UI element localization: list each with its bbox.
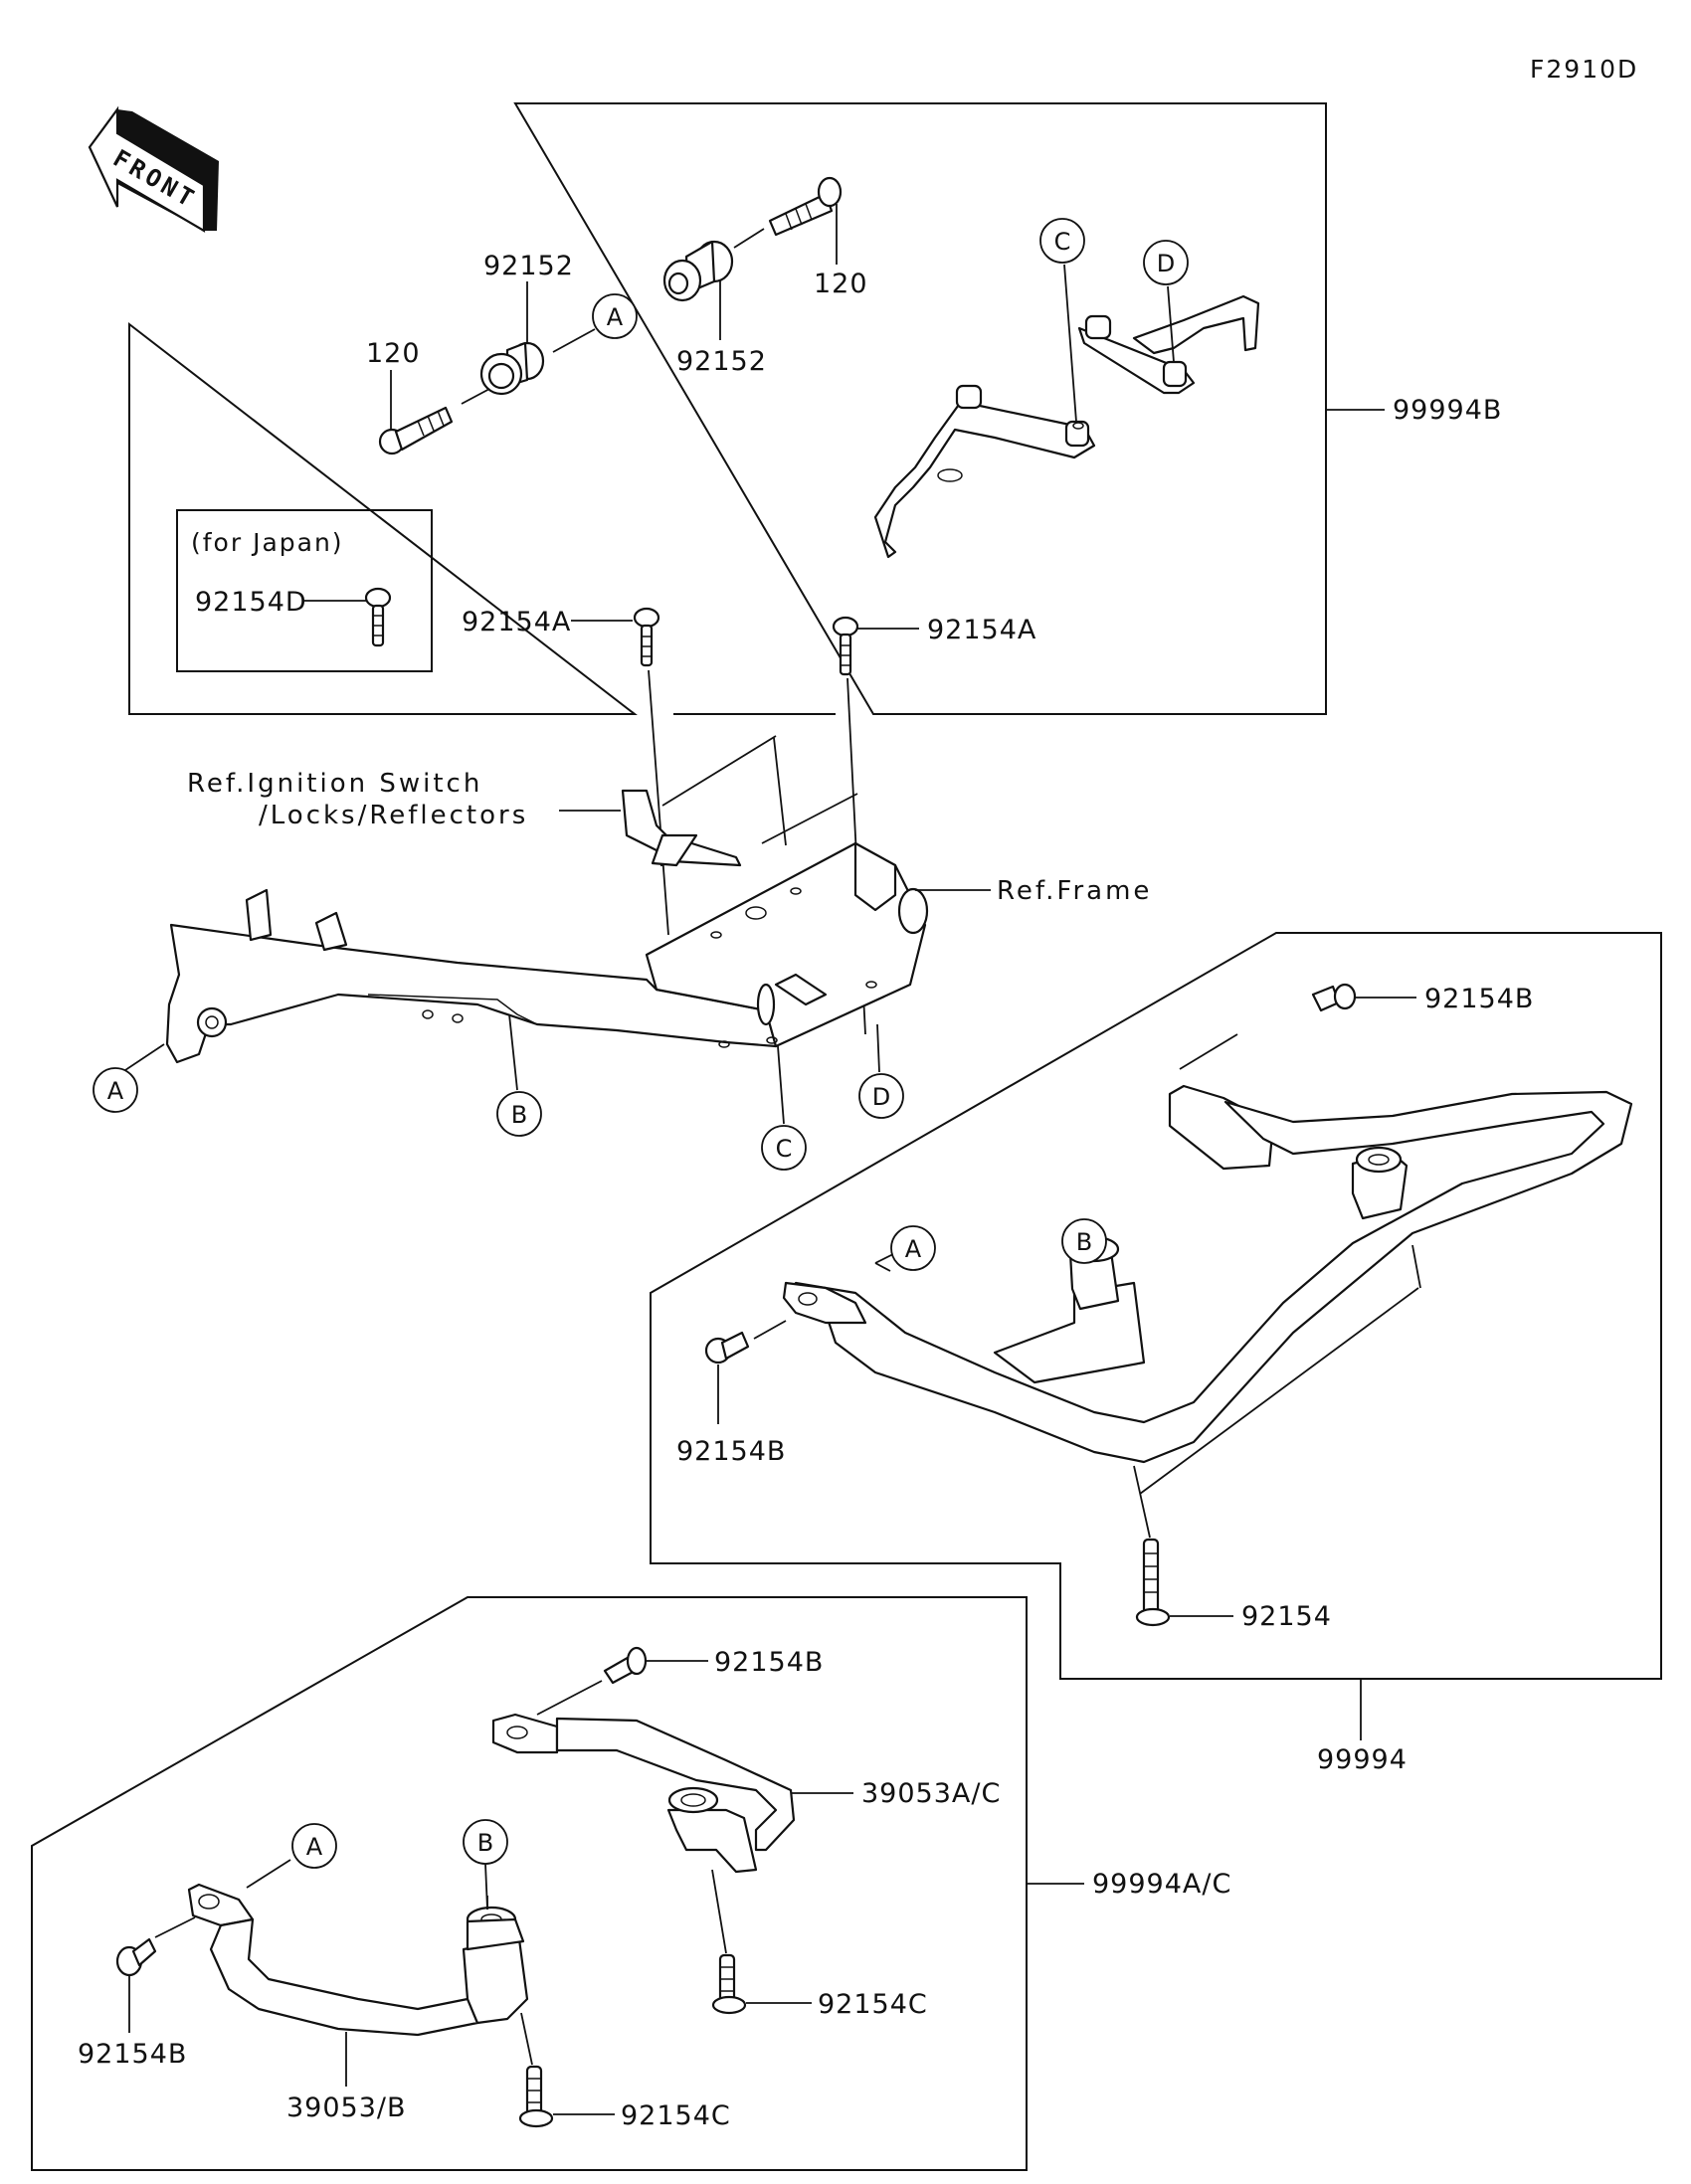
callout-a-lower — [291, 1823, 337, 1869]
leader — [761, 793, 858, 844]
part-label-39053ac: 39053A/C — [861, 1778, 1001, 1809]
callout-a-top-label: A — [607, 303, 624, 331]
callout-d-top — [1143, 240, 1189, 285]
callout-d-top-label: D — [1157, 250, 1175, 277]
leader — [773, 737, 787, 846]
callout-a-lower-label: A — [306, 1833, 323, 1861]
leader — [1411, 1244, 1421, 1289]
callout-a-frame — [93, 1067, 138, 1113]
leader — [552, 328, 596, 353]
ref-ignition-line2: /Locks/Reflectors — [259, 801, 528, 830]
kit-label-99994ac: 99994A/C — [1092, 1869, 1231, 1900]
callout-c-top — [1039, 218, 1085, 264]
kit-label-99994b: 99994B — [1393, 395, 1502, 426]
bracket-d-icon — [1077, 294, 1260, 395]
part-label-120-left: 120 — [366, 338, 421, 369]
part-label-39053b: 39053/B — [286, 2093, 407, 2123]
part-label-92152-right: 92152 — [676, 346, 767, 377]
callout-d-frame-label: D — [872, 1083, 890, 1111]
callout-b-guard-label: B — [1076, 1228, 1092, 1256]
leader — [154, 1916, 196, 1938]
bolt-120-right-icon — [768, 176, 843, 237]
callout-b-guard — [1061, 1218, 1107, 1264]
guard-39053b-icon — [187, 1883, 529, 2037]
leader — [711, 1869, 727, 1954]
leader — [484, 1863, 488, 1911]
part-label-92154b-right-top: 92154B — [1424, 984, 1534, 1014]
kit-box-99994b-outline — [128, 102, 1327, 715]
part-label-92154a-left: 92154A — [462, 607, 571, 637]
leader — [876, 1023, 880, 1073]
screw-92154b-right-top-icon — [1311, 983, 1357, 1012]
leader — [733, 228, 765, 249]
leader — [1179, 1033, 1238, 1070]
ref-ignition-line1: Ref.Ignition Switch — [187, 769, 482, 799]
leader — [118, 1043, 165, 1075]
part-label-120-right: 120 — [814, 269, 868, 299]
collar-92152-right-icon — [662, 240, 734, 302]
callout-a-frame-label: A — [107, 1077, 124, 1105]
part-label-92152-left: 92152 — [483, 251, 574, 281]
screw-92154b-right-left-icon — [704, 1331, 750, 1365]
leader — [536, 1680, 603, 1716]
kit-box-99994ac — [31, 1596, 1028, 2171]
japan-box-title: (for Japan) — [191, 528, 344, 557]
leader — [874, 1262, 891, 1272]
callout-a-guard — [890, 1225, 936, 1271]
part-label-92154c-lower: 92154C — [621, 2100, 731, 2131]
part-label-92154b-right-left: 92154B — [676, 1436, 786, 1467]
bolt-92154c-upper-icon — [711, 1953, 747, 2015]
callout-a-top — [592, 293, 638, 339]
callout-d-frame — [858, 1073, 904, 1119]
leader — [753, 1320, 787, 1340]
part-label-92154d: 92154D — [195, 587, 307, 618]
callout-b-frame-label: B — [511, 1101, 527, 1129]
part-label-92154b-lower-left: 92154B — [78, 2039, 187, 2070]
bracket-c-icon — [873, 384, 1096, 559]
ref-frame: Ref.Frame — [997, 876, 1152, 906]
leader — [661, 735, 777, 807]
japan-box — [176, 509, 433, 672]
leader — [508, 1013, 518, 1091]
leader — [1167, 285, 1175, 363]
guard-39053ac-icon — [491, 1713, 796, 1874]
callout-b-frame — [496, 1091, 542, 1137]
leader — [777, 1045, 785, 1125]
leader — [1139, 1287, 1419, 1495]
bolt-92154c-lower-icon — [518, 2065, 554, 2128]
part-label-92154c-upper: 92154C — [818, 1989, 928, 2020]
figure-code: F2910D — [1530, 55, 1638, 84]
part-label-92154b-lower-top: 92154B — [714, 1647, 824, 1678]
bolt-92154-icon — [1135, 1538, 1171, 1627]
screw-92154a-right-icon — [832, 616, 859, 676]
front-arrow-icon: FRONT — [88, 105, 219, 233]
callout-c-frame — [761, 1125, 807, 1171]
leader — [461, 387, 492, 405]
collar-92152-left-icon — [479, 341, 545, 396]
frame-icon — [165, 841, 929, 1064]
leader — [648, 669, 669, 936]
screw-92154d-icon — [364, 587, 392, 647]
kit-label-99994: 99994 — [1317, 1744, 1408, 1775]
screw-92154b-lower-top-icon — [603, 1646, 648, 1685]
part-label-92154: 92154 — [1241, 1601, 1332, 1632]
callout-c-frame-label: C — [776, 1135, 793, 1163]
leader — [246, 1859, 291, 1889]
leader — [1063, 264, 1077, 423]
leader — [520, 2012, 533, 2066]
kit-box-99994 — [650, 932, 1662, 1680]
screw-92154a-left-icon — [633, 607, 660, 667]
callout-c-top-label: C — [1054, 228, 1071, 256]
reflector-bracket-icon — [621, 789, 742, 867]
callout-a-guard-label: A — [905, 1235, 922, 1263]
part-label-92154a-right: 92154A — [927, 615, 1036, 645]
bolt-120-left-icon — [378, 406, 454, 455]
screw-92154b-lower-left-icon — [115, 1937, 157, 1977]
leader — [1133, 1465, 1151, 1539]
callout-b-lower-label: B — [477, 1829, 493, 1857]
